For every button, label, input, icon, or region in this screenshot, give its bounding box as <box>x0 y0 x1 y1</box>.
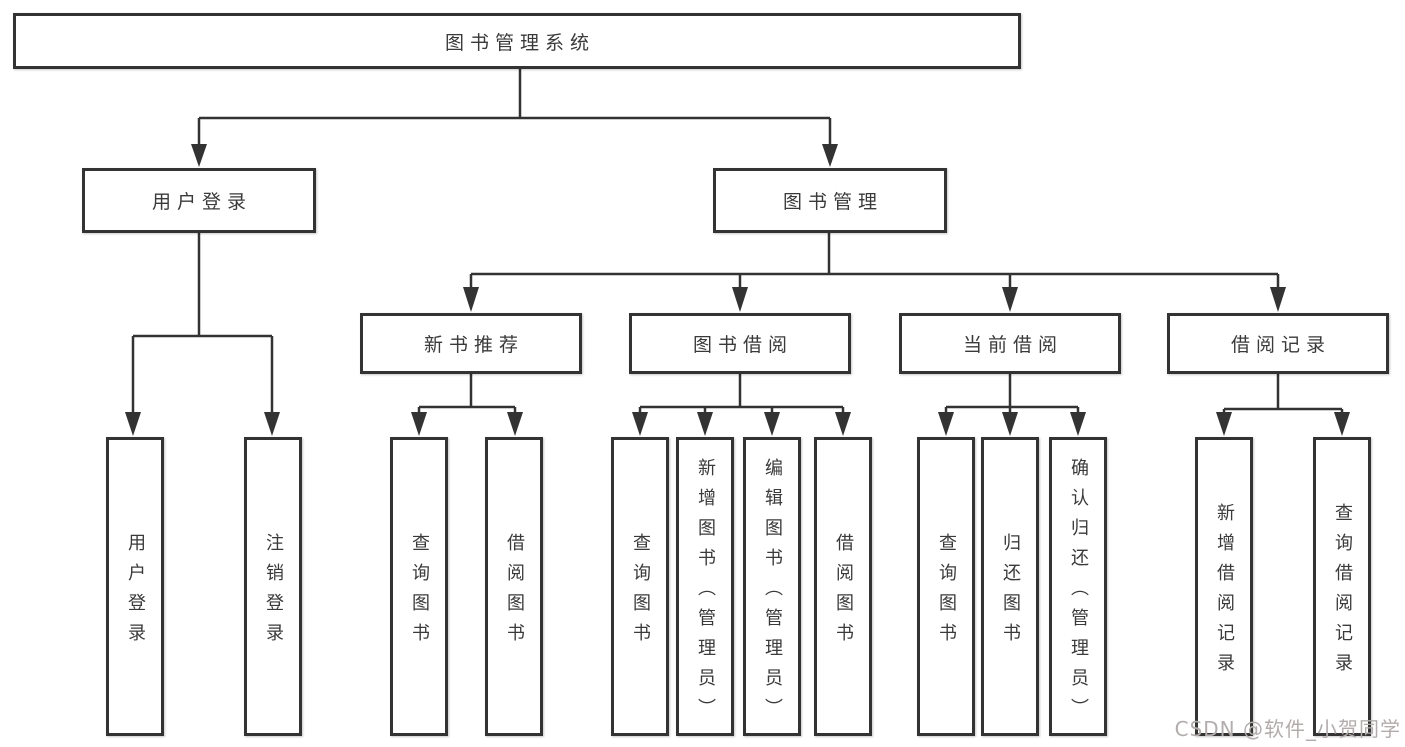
node-label: 用户登录 <box>151 191 252 213</box>
leaf-label: 新增借阅记录 <box>1214 502 1235 683</box>
node-user-login: 用户登录 <box>82 168 316 233</box>
leaf-query-books-borrow: 查询图书 <box>611 437 669 736</box>
leaf-edit-book-admin: 编辑图书（管理员） <box>743 437 801 736</box>
leaf-user-login: 用户登录 <box>106 437 164 736</box>
watermark: CSDN @软件_小贺同学 <box>1174 717 1401 741</box>
leaf-label: 注销登录 <box>263 532 284 653</box>
node-label: 图书管理 <box>782 191 883 213</box>
node-label: 图书管理系统 <box>444 31 595 54</box>
node-label: 借阅记录 <box>1230 334 1331 356</box>
leaf-query-books-current: 查询图书 <box>917 437 975 736</box>
leaf-label: 查询图书 <box>630 532 651 653</box>
node-current-borrow: 当前借阅 <box>899 313 1121 374</box>
node-borrow-records: 借阅记录 <box>1167 313 1389 374</box>
leaf-label: 借阅图书 <box>504 532 525 653</box>
leaf-add-book-admin: 新增图书（管理员） <box>676 437 734 736</box>
leaf-label: 用户登录 <box>125 532 146 653</box>
leaf-label: 归还图书 <box>1000 532 1021 653</box>
node-new-book-recommend: 新书推荐 <box>360 313 582 374</box>
leaf-label: 查询图书 <box>936 532 957 653</box>
leaf-query-books-recommend: 查询图书 <box>390 437 448 736</box>
leaf-query-borrow-record: 查询借阅记录 <box>1313 437 1371 736</box>
leaf-label: 借阅图书 <box>833 532 854 653</box>
arrow-down-icons <box>125 144 1350 436</box>
node-label: 图书借阅 <box>692 334 793 356</box>
leaf-confirm-return-admin: 确认归还（管理员） <box>1049 437 1107 736</box>
leaf-borrow-books-recommend: 借阅图书 <box>485 437 543 736</box>
node-library-management-system: 图书管理系统 <box>13 13 1021 69</box>
leaf-label: 编辑图书（管理员） <box>762 457 783 728</box>
leaf-borrow-books: 借阅图书 <box>814 437 872 736</box>
leaf-logout: 注销登录 <box>244 437 302 736</box>
leaf-return-book: 归还图书 <box>981 437 1039 736</box>
leaf-label: 查询图书 <box>409 532 430 653</box>
node-book-borrow: 图书借阅 <box>629 313 851 374</box>
leaf-label: 新增图书（管理员） <box>695 457 716 728</box>
node-book-management: 图书管理 <box>713 168 947 233</box>
leaf-add-borrow-record: 新增借阅记录 <box>1195 437 1253 736</box>
leaf-label: 确认归还（管理员） <box>1068 457 1089 728</box>
node-label: 当前借阅 <box>962 334 1063 356</box>
leaf-label: 查询借阅记录 <box>1332 502 1353 683</box>
node-label: 新书推荐 <box>423 334 524 356</box>
